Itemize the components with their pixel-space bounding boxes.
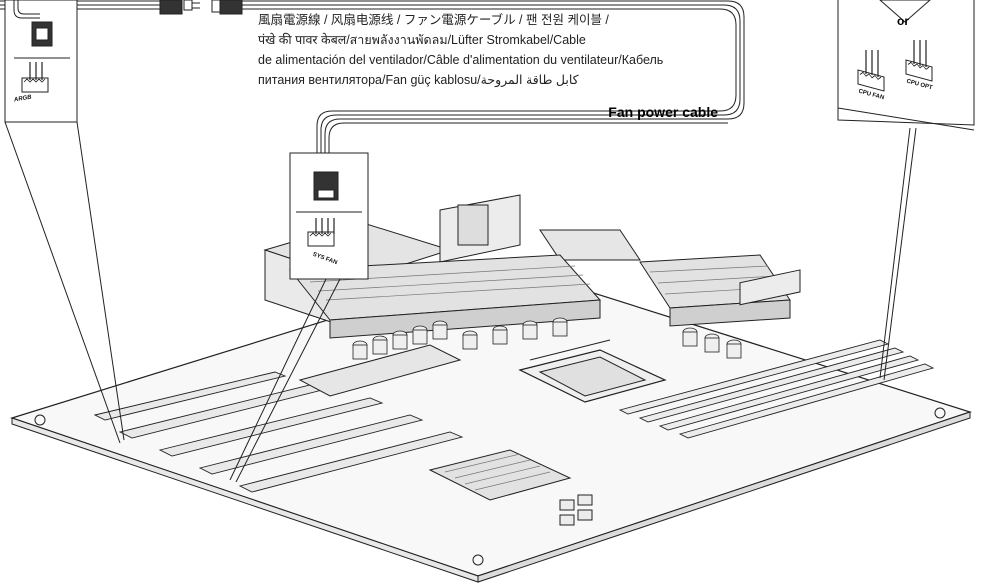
chipset-heatsink [428,449,572,501]
cable-inline-connectors [159,0,243,15]
translation-line-3: de alimentación del ventilador/Câble d'a… [258,53,664,67]
motherboard [10,194,972,583]
translation-line-4: питания вентилятора/Fan güç kablosu/كابل… [258,73,579,87]
translation-line-2: पंखे की पावर केबल/สายพลังงานพัดลม/Lüfter… [258,33,586,47]
m2-heatsink [298,344,462,397]
sys-fan-callout [229,152,369,483]
fan-power-cable [0,0,745,172]
translation-line-1: 風扇電源線 / 风扇电源线 / ファン電源ケーブル / 팬 전원 케이블 / [258,13,609,27]
fan-power-cable-translations: 風扇電源線 / 风扇电源线 / ファン電源ケーブル / 팬 전원 케이블 / प… [258,10,728,90]
cpu-socket [518,339,667,403]
capacitors [352,317,742,360]
pcie-slots [93,371,464,493]
sata-ports [559,494,593,526]
or-label: or [897,14,909,28]
argb-callout [4,0,125,444]
atx-power-connector [739,269,801,306]
cpu-fan-callout [837,0,975,381]
dimm-slots [618,339,935,439]
fan-power-cable-title: Fan power cable [608,104,718,120]
